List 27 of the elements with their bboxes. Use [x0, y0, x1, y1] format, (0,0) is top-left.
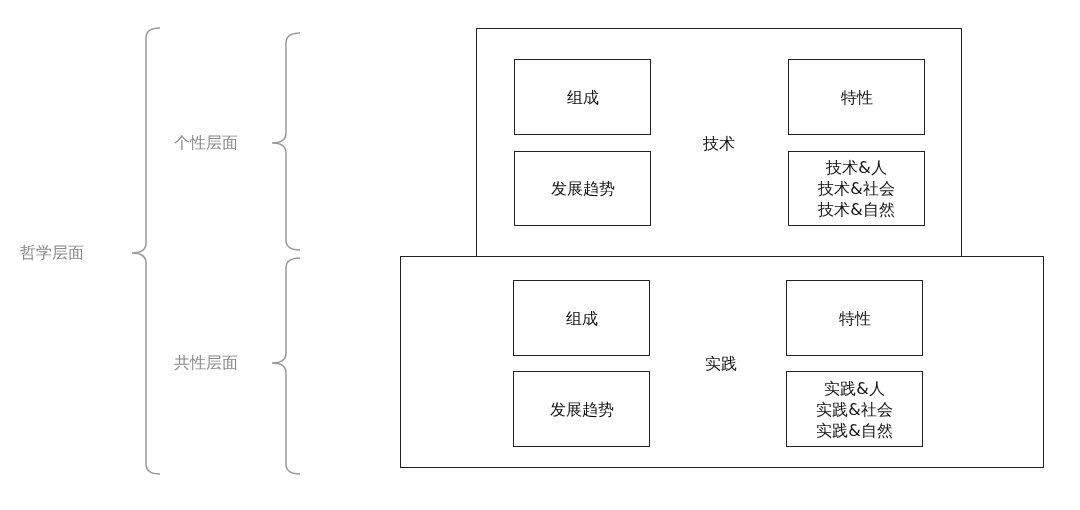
- topic-text: 技术&自然: [818, 199, 895, 220]
- topic-text: 技术&人: [826, 157, 887, 178]
- topic-text: 技术&社会: [818, 178, 895, 199]
- topic-text: 实践&自然: [816, 419, 893, 441]
- layer-box: [400, 256, 1044, 468]
- layer-title: 实践: [705, 353, 737, 374]
- topic-text: 实践&人: [824, 377, 885, 399]
- level-label: 个性层面: [174, 133, 238, 154]
- topic-box: [514, 151, 651, 226]
- level-label: 共性层面: [174, 353, 238, 374]
- topic-text: 发展趋势: [549, 398, 614, 420]
- topic-box: [788, 59, 925, 135]
- topic-text: 实践&社会: [816, 398, 893, 420]
- level-label: 哲学层面: [20, 243, 84, 264]
- topic-box: [514, 59, 651, 135]
- topic-box: [786, 280, 923, 356]
- layer-box: [476, 28, 962, 257]
- topic-text: 特性: [840, 86, 873, 108]
- topic-text: 组成: [566, 86, 599, 108]
- topic-box: [513, 371, 650, 447]
- topic-text: 特性: [838, 307, 871, 329]
- topic-box: [513, 280, 650, 356]
- topic-box: [786, 371, 923, 447]
- topic-text: 发展趋势: [550, 178, 615, 199]
- topic-box: [788, 151, 925, 226]
- layer-title: 技术: [703, 133, 735, 154]
- topic-text: 组成: [565, 307, 598, 329]
